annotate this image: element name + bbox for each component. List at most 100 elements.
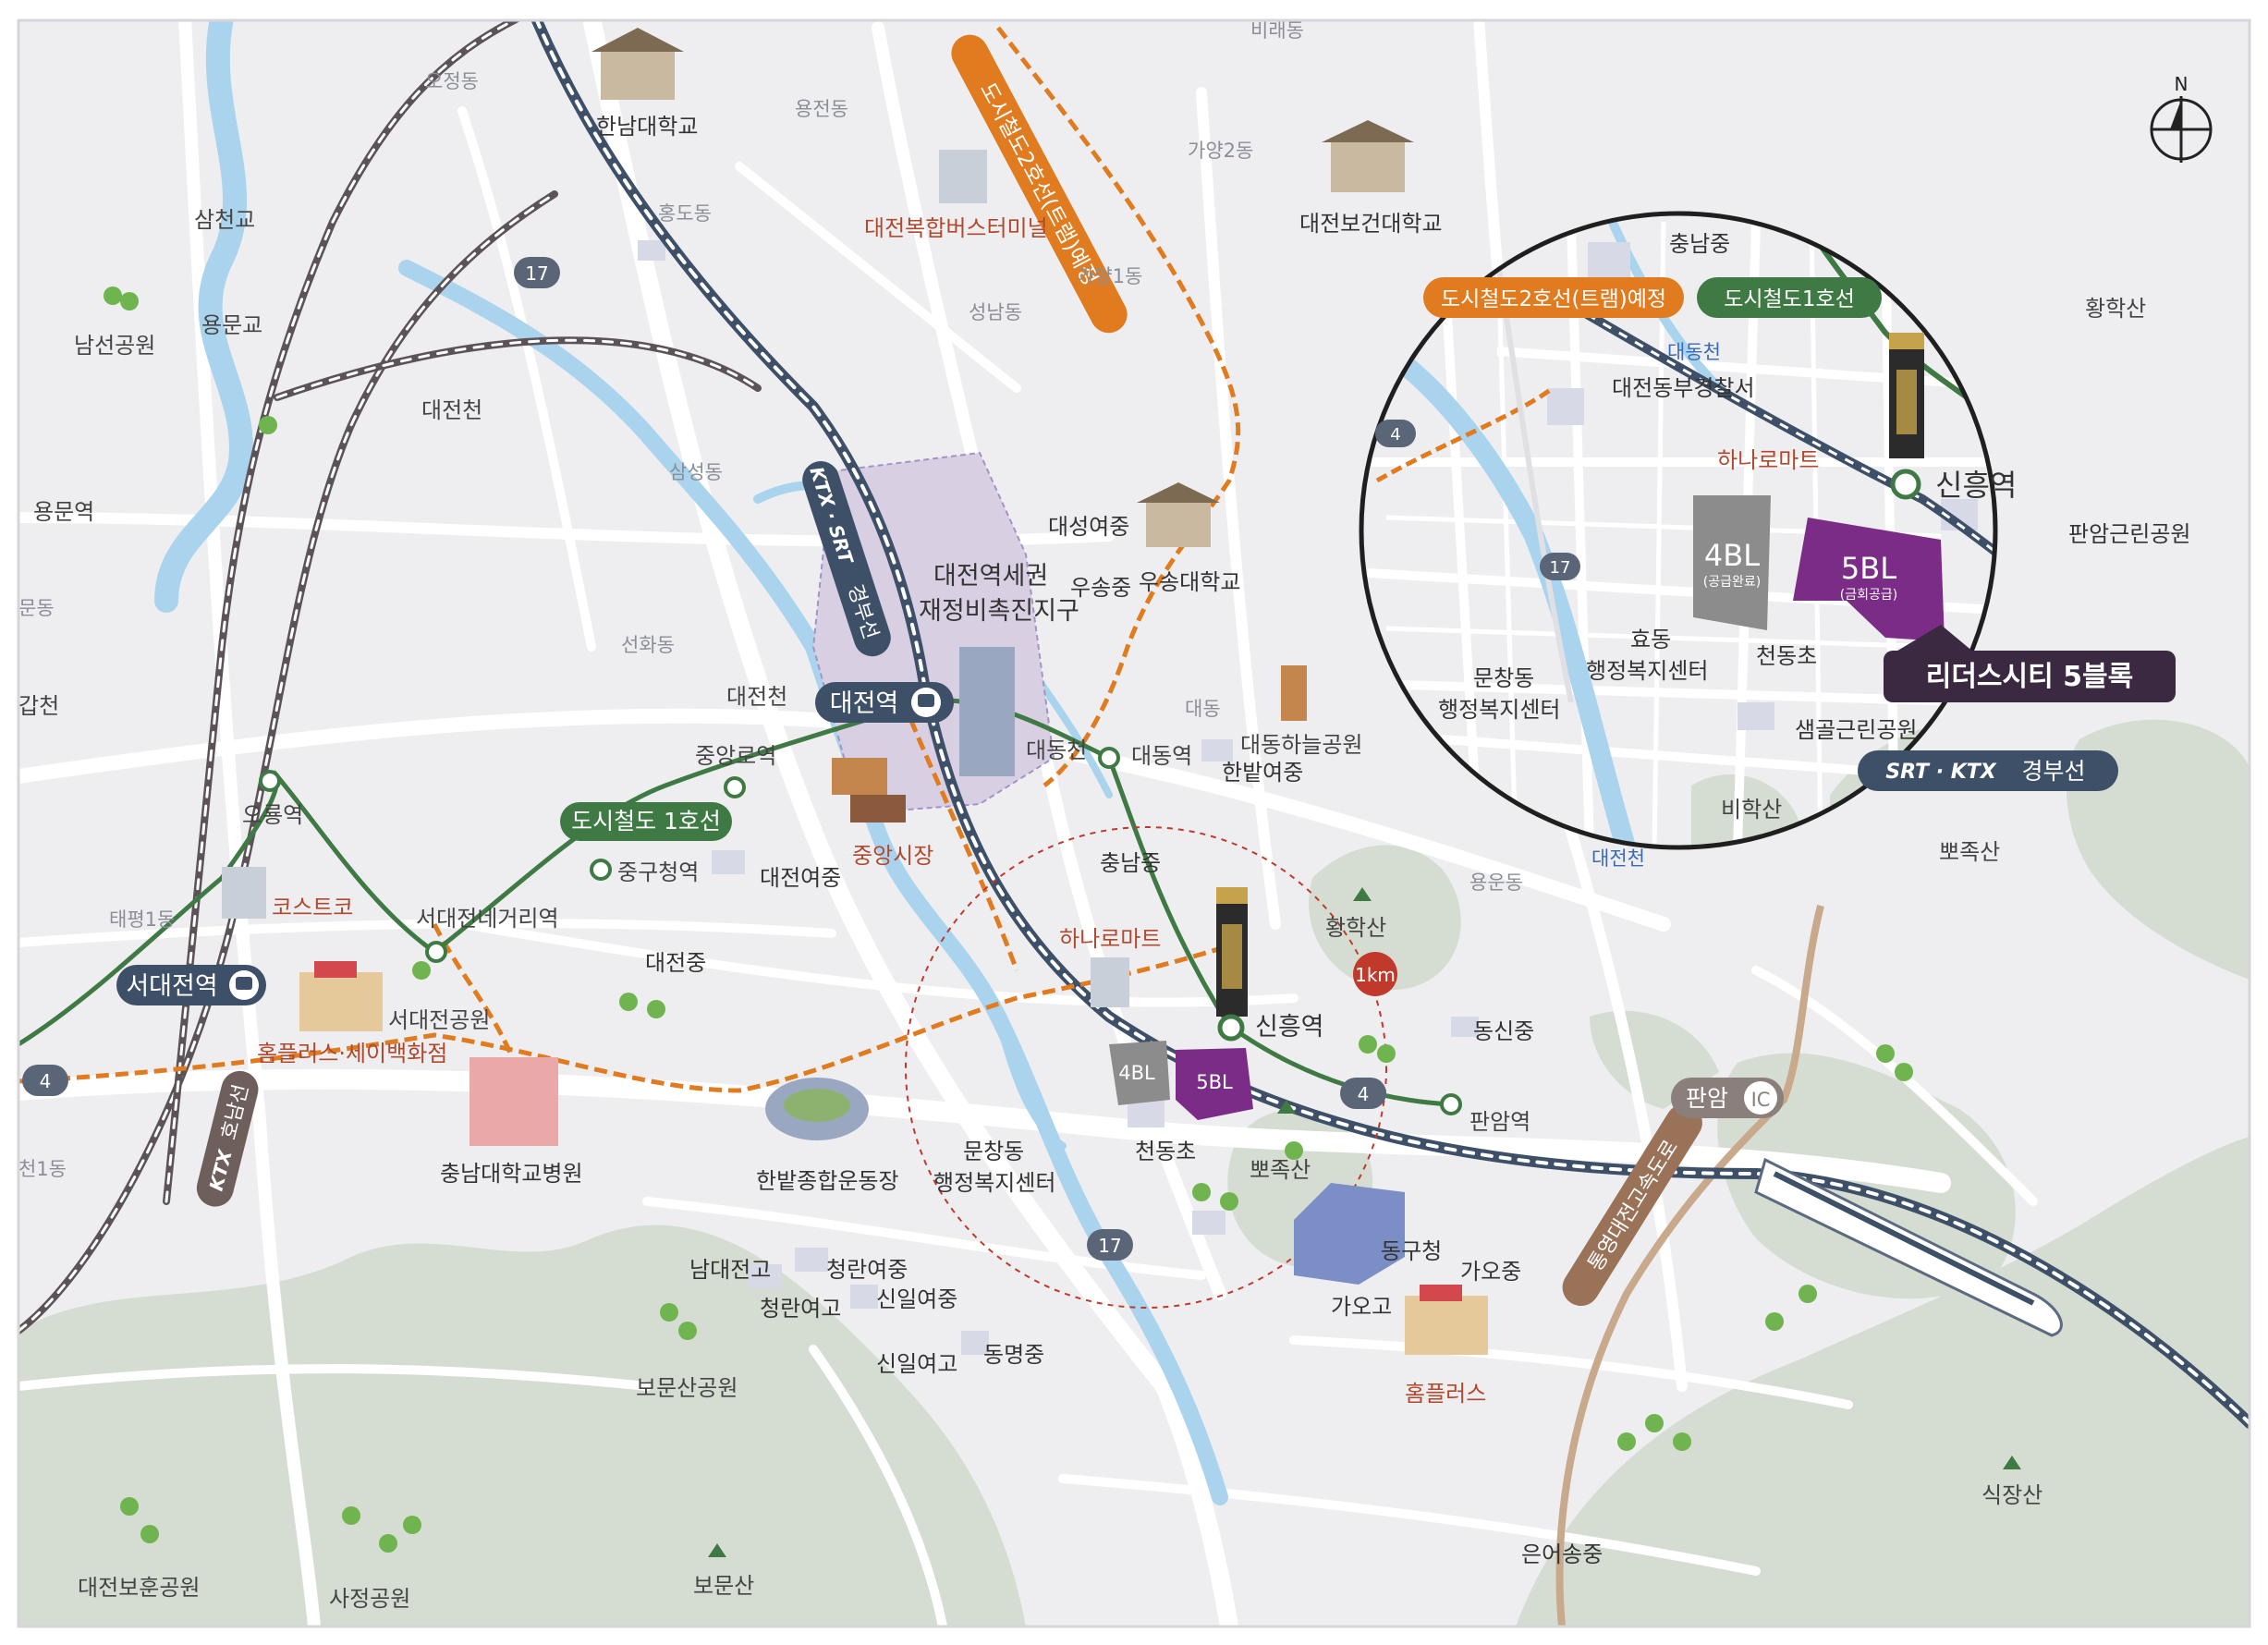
svg-text:17: 17: [1550, 558, 1571, 578]
label-jungang-st: 중앙로역: [695, 743, 776, 769]
label-daedong-park: 대동하늘공원: [1240, 732, 1362, 758]
sinheung-station[interactable]: 신흥역: [1217, 1013, 1324, 1042]
inset-block-4-label: 4BL: [1704, 538, 1760, 573]
costco-icon: [222, 867, 266, 919]
label-chungnam-hosp: 충남대학교병원: [440, 1161, 583, 1187]
label-yongmun-st: 용문역: [33, 499, 94, 525]
svg-text:도시철도2호선(트램)예정: 도시철도2호선(트램)예정: [1441, 287, 1666, 311]
label-station-area-1: 대전역세권: [933, 562, 1048, 591]
ktx-gyeongbu-line: [530, 20, 2250, 1429]
svg-text:경부선: 경부선: [2021, 758, 2085, 785]
ktx-train-icon: [1754, 1157, 2063, 1337]
block-4-shape: [1109, 1041, 1170, 1105]
label-hannam-univ: 한남대학교: [596, 114, 698, 140]
inset-label-chungnam-m: 충남중: [1669, 231, 1730, 257]
block-4-label: 4BL: [1118, 1062, 1155, 1084]
compass-icon: N: [2150, 73, 2213, 163]
inset-srt-tag: SRT · KTX 경부선: [1858, 750, 2118, 791]
label-bomunsan-park: 보문산공원: [636, 1375, 738, 1401]
label-hanaro-mart: 하나로마트: [1059, 926, 1161, 952]
inset-tower-icon: [1889, 333, 1924, 458]
inset-label-police: 대전동부경찰서: [1612, 375, 1755, 401]
label-munchang-2: 행정복지센터: [933, 1170, 1055, 1196]
inset-map: N 도시철도2호선(트램)예정 도시철도1호선 신흥역 4BL (공급완료) 5…: [1359, 73, 2213, 870]
inset-label-panam-park: 판암근린공원: [2068, 521, 2190, 547]
label-gao-h: 가오고: [1331, 1294, 1392, 1320]
label-station-area-2: 재정비촉진지구: [919, 597, 1079, 626]
label-taepyeong: 태평1동: [109, 908, 175, 931]
homeplus-icon: [1405, 1285, 1488, 1355]
inset-callout-badge: 리더스시티 5블록: [1884, 625, 2176, 702]
svg-text:도시철도 1호선: 도시철도 1호선: [571, 808, 721, 835]
label-health-univ: 대전보건대학교: [1299, 211, 1443, 237]
label-hanbat-stadium: 한밭종합운동장: [756, 1168, 899, 1194]
label-seonhwa: 선화동: [621, 634, 675, 656]
conventional-rail: [18, 20, 762, 1334]
label-ojeong: 오정동: [425, 70, 479, 92]
svg-text:17: 17: [525, 262, 548, 285]
inset-label-hanaro-mart: 하나로마트: [1717, 447, 1819, 473]
svg-text:17: 17: [1098, 1235, 1121, 1257]
expressway-road: [1555, 905, 1824, 1627]
inset-label-munchang-1: 문창동: [1473, 665, 1534, 691]
compass-label: N: [2175, 73, 2189, 95]
label-homeplus: 홈플러스: [1405, 1381, 1486, 1407]
label-panam-st: 판암역: [1469, 1109, 1530, 1135]
label-cheondong-e: 천동초: [1135, 1139, 1196, 1164]
inset-sinheung-station[interactable]: 신흥역: [1890, 468, 2017, 503]
label-costco: 코스트코: [272, 895, 353, 920]
label-bomun-mt: 보문산: [693, 1573, 754, 1599]
building-blocks: [638, 240, 1479, 1355]
label-eoeun-m: 은어송중: [1521, 1541, 1603, 1567]
label-bimae: 비래동: [1250, 19, 1304, 42]
inset-label-saemgol-park: 샘골근린공원: [1795, 717, 1917, 743]
label-daejeon-m: 대전중: [645, 950, 706, 976]
label-yongjeon: 용전동: [795, 98, 848, 120]
label-seodaejeon-x: 서대전네거리역: [416, 906, 559, 932]
svg-text:판암: 판암: [1686, 1085, 1728, 1112]
svg-text:IC: IC: [1751, 1089, 1771, 1111]
label-chungnam-m: 충남중: [1100, 850, 1161, 876]
inset-label-munchang-2: 행정복지센터: [1438, 697, 1560, 723]
homeplus-sb-icon: [299, 961, 383, 1031]
inset-label-hyodong-1: 효동: [1630, 627, 1671, 652]
inset-label-daejeoncheon: 대전천: [1591, 847, 1645, 870]
daejeon-station-pill[interactable]: 대전역: [815, 682, 954, 723]
sinheung-tower-icon: [1216, 887, 1248, 1017]
label-sajeong-park: 사정공원: [329, 1586, 410, 1612]
label-gao-m: 가오중: [1460, 1259, 1521, 1285]
inset-route-badges: 4 17: [1375, 420, 1580, 580]
ktx-gyeongbu-tag: KTX · SRT 경부선: [802, 461, 891, 657]
map-labels: 오정동 한남대학교 용전동 비래동 가양2동 홍도동 대전복합버스터미널 가양1…: [18, 19, 2042, 1612]
label-hanbat-g: 한밭여중: [1222, 760, 1303, 786]
label-dongmyeong-m: 동명중: [983, 1342, 1044, 1368]
label-seongnam: 성남동: [969, 301, 1022, 323]
inset-block-5-label: 5BL: [1841, 551, 1896, 586]
map-frame: [17, 18, 2251, 1628]
windmill-icon: [1281, 665, 1307, 721]
inset-label-daedongcheon: 대동천: [1667, 341, 1721, 363]
route-17-badge: 17: [514, 257, 560, 288]
ktx-honam-tag: KTX 호남선: [196, 1070, 259, 1207]
label-daejeon-g: 대전여중: [760, 865, 841, 891]
label-sikjang-mt: 식장산: [1981, 1482, 2042, 1508]
route-17-badge-south: 17: [1087, 1229, 1133, 1261]
seodaejeon-station-pill[interactable]: 서대전역: [116, 965, 266, 1005]
inset-block-4-sub: (공급완료): [1703, 575, 1761, 590]
terminal-icon: [939, 150, 987, 203]
label-cheonil: 천1동: [18, 1158, 67, 1180]
svg-text:4: 4: [1390, 425, 1400, 445]
label-seodaejeon-park: 서대전공원: [388, 1007, 490, 1033]
subway-line-1: [18, 698, 1454, 1107]
label-samcheongyo: 삼천교: [194, 207, 255, 233]
label-terminal: 대전복합버스터미널: [864, 215, 1048, 241]
label-gayang2: 가양2동: [1188, 140, 1253, 162]
tree-icons: [104, 286, 1913, 1553]
label-yongmungyo: 용문교: [201, 312, 262, 338]
label-sinil-h: 신일여고: [876, 1351, 957, 1377]
inset-label-bihak-mt: 비학산: [1721, 797, 1782, 822]
inset-sinheung-label: 신흥역: [1935, 468, 2017, 503]
hannam-univ-icon: [591, 28, 684, 100]
station-tower-icon: [959, 647, 1015, 776]
